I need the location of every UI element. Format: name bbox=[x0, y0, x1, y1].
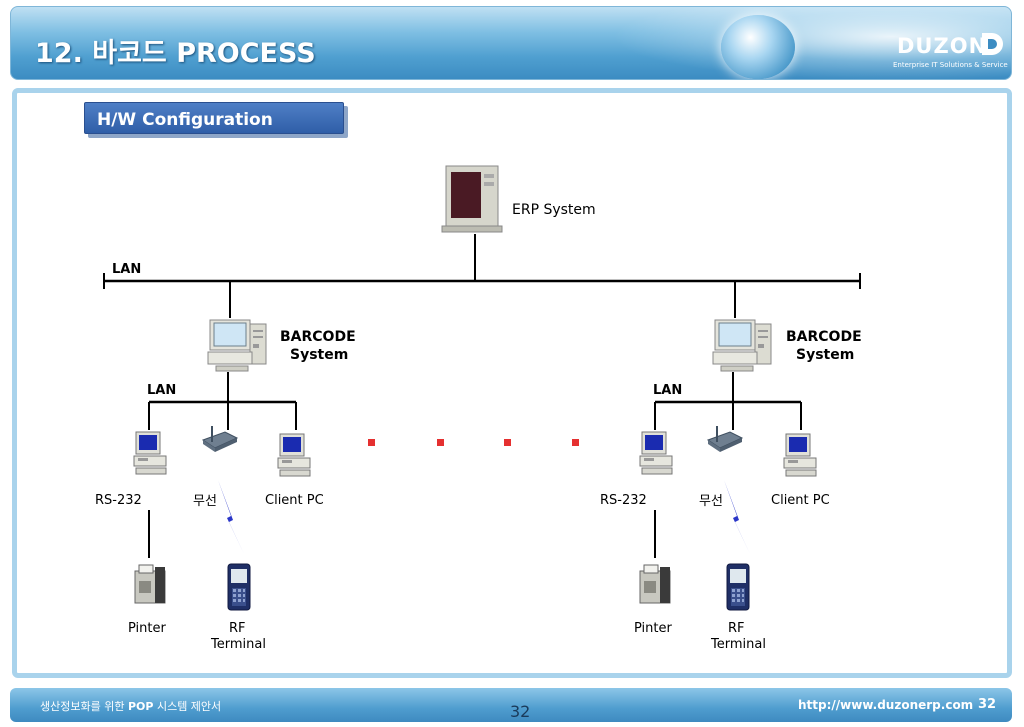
globe-icon bbox=[721, 15, 795, 79]
footer-url-link[interactable]: http://www.duzonerp.com bbox=[798, 698, 974, 712]
right-barcode-computer-icon bbox=[712, 319, 772, 372]
right-access-point-icon bbox=[707, 425, 743, 453]
left-rf-label-1: RF bbox=[229, 621, 246, 636]
footer-title-suffix: 시스템 제안서 bbox=[156, 700, 222, 713]
right-wireless-label: 무선 bbox=[699, 494, 723, 509]
dot bbox=[572, 439, 579, 446]
logo-tagline: Enterprise IT Solutions & Service bbox=[893, 61, 1008, 69]
section-header-box: H/W Configuration bbox=[84, 102, 344, 134]
right-client-pc-label: Client PC bbox=[771, 493, 830, 508]
left-barcode-label-2: System bbox=[290, 347, 348, 363]
content-panel bbox=[12, 88, 1012, 678]
footer-title-bold: POP bbox=[127, 700, 154, 713]
left-wireless-bolt-icon bbox=[218, 480, 244, 554]
section-header: H/W Configuration bbox=[84, 102, 348, 138]
left-rf-label-2: Terminal bbox=[210, 637, 266, 652]
right-sub-lan-label: LAN bbox=[653, 383, 682, 398]
dot bbox=[437, 439, 444, 446]
right-rf-label-1: RF bbox=[728, 621, 745, 636]
left-rs232-pc-icon bbox=[133, 431, 167, 475]
title-english: PROCESS bbox=[176, 38, 316, 69]
dot bbox=[368, 439, 375, 446]
ellipsis-dots bbox=[368, 439, 579, 446]
right-rs232-pc-icon bbox=[639, 431, 673, 475]
right-printer-icon bbox=[639, 564, 671, 604]
right-barcode-label-2: System bbox=[796, 347, 854, 363]
left-rf-terminal-icon bbox=[227, 563, 251, 611]
main-lan-label: LAN bbox=[112, 262, 141, 277]
footer-bar: 생산정보화를 위한 POP 시스템 제안서 32 http://www.duzo… bbox=[10, 688, 1012, 722]
header-glow bbox=[611, 7, 1011, 79]
title-korean: 바코드 bbox=[92, 38, 167, 69]
footer-title-prefix: 생산정보화를 위한 bbox=[40, 700, 125, 713]
erp-system-label: ERP System bbox=[512, 202, 596, 218]
left-printer-icon bbox=[134, 564, 166, 604]
right-printer-label: Pinter bbox=[634, 621, 673, 636]
left-access-point-icon bbox=[202, 425, 238, 453]
dot bbox=[504, 439, 511, 446]
left-sub-lan-label: LAN bbox=[147, 383, 176, 398]
left-rs232-label: RS-232 bbox=[95, 493, 142, 508]
left-client-pc-label: Client PC bbox=[265, 493, 324, 508]
left-wireless-label: 무선 bbox=[193, 494, 217, 509]
erp-server-icon bbox=[441, 165, 503, 233]
title-number: 12. bbox=[35, 38, 83, 69]
left-barcode-computer-icon bbox=[207, 319, 267, 372]
right-client-pc-icon bbox=[783, 433, 817, 477]
right-wireless-bolt-icon bbox=[724, 480, 750, 554]
left-barcode-label-1: BARCODE bbox=[280, 329, 356, 345]
right-rf-label-2: Terminal bbox=[710, 637, 766, 652]
page-title: 12. 바코드 PROCESS bbox=[35, 31, 316, 70]
left-printer-label: Pinter bbox=[128, 621, 167, 636]
logo-mark-icon bbox=[982, 33, 1003, 55]
header-banner: 12. 바코드 PROCESS DUZON Enterprise IT Solu… bbox=[10, 6, 1012, 80]
section-title: H/W Configuration bbox=[97, 110, 273, 130]
right-barcode-label-1: BARCODE bbox=[786, 329, 862, 345]
left-client-pc-icon bbox=[277, 433, 311, 477]
footer-center-page: 32 bbox=[510, 702, 531, 721]
logo-text: DUZON bbox=[897, 34, 988, 58]
duzon-logo: DUZON Enterprise IT Solutions & Service bbox=[891, 29, 1009, 73]
footer-document-title: 생산정보화를 위한 POP 시스템 제안서 bbox=[40, 698, 221, 714]
footer-page-number: 32 bbox=[978, 697, 997, 712]
right-rf-terminal-icon bbox=[726, 563, 750, 611]
right-rs232-label: RS-232 bbox=[600, 493, 647, 508]
